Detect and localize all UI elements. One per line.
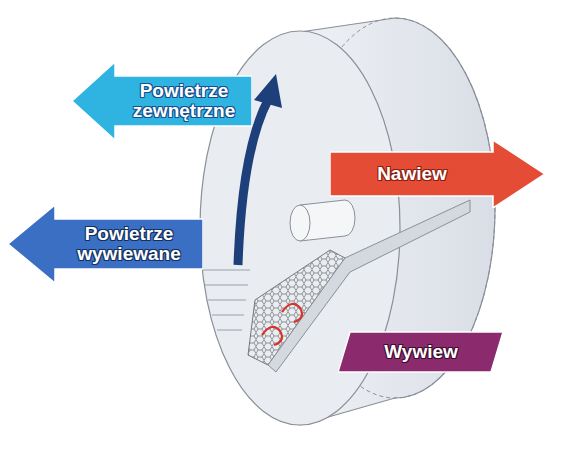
flow-label: Nawiew <box>357 164 467 184</box>
heat-spiral <box>262 304 302 345</box>
flow-label: Powietrze wywiewane <box>73 224 185 264</box>
supply-air-arrow: Nawiew <box>330 140 545 208</box>
matrix-sector <box>248 250 345 365</box>
outdoor-air-arrow: Powietrze zewnętrzne <box>72 62 252 140</box>
hub <box>290 205 310 241</box>
exhaust-air-arrow: Wywiew <box>338 320 503 384</box>
wheel-layers <box>203 270 250 330</box>
flow-label: Wywiew <box>366 342 476 362</box>
rotation-arrowhead <box>254 74 282 108</box>
extract-air-arrow: Powietrze wywiewane <box>8 205 203 283</box>
flow-label: Powietrze zewnętrzne <box>128 81 240 121</box>
